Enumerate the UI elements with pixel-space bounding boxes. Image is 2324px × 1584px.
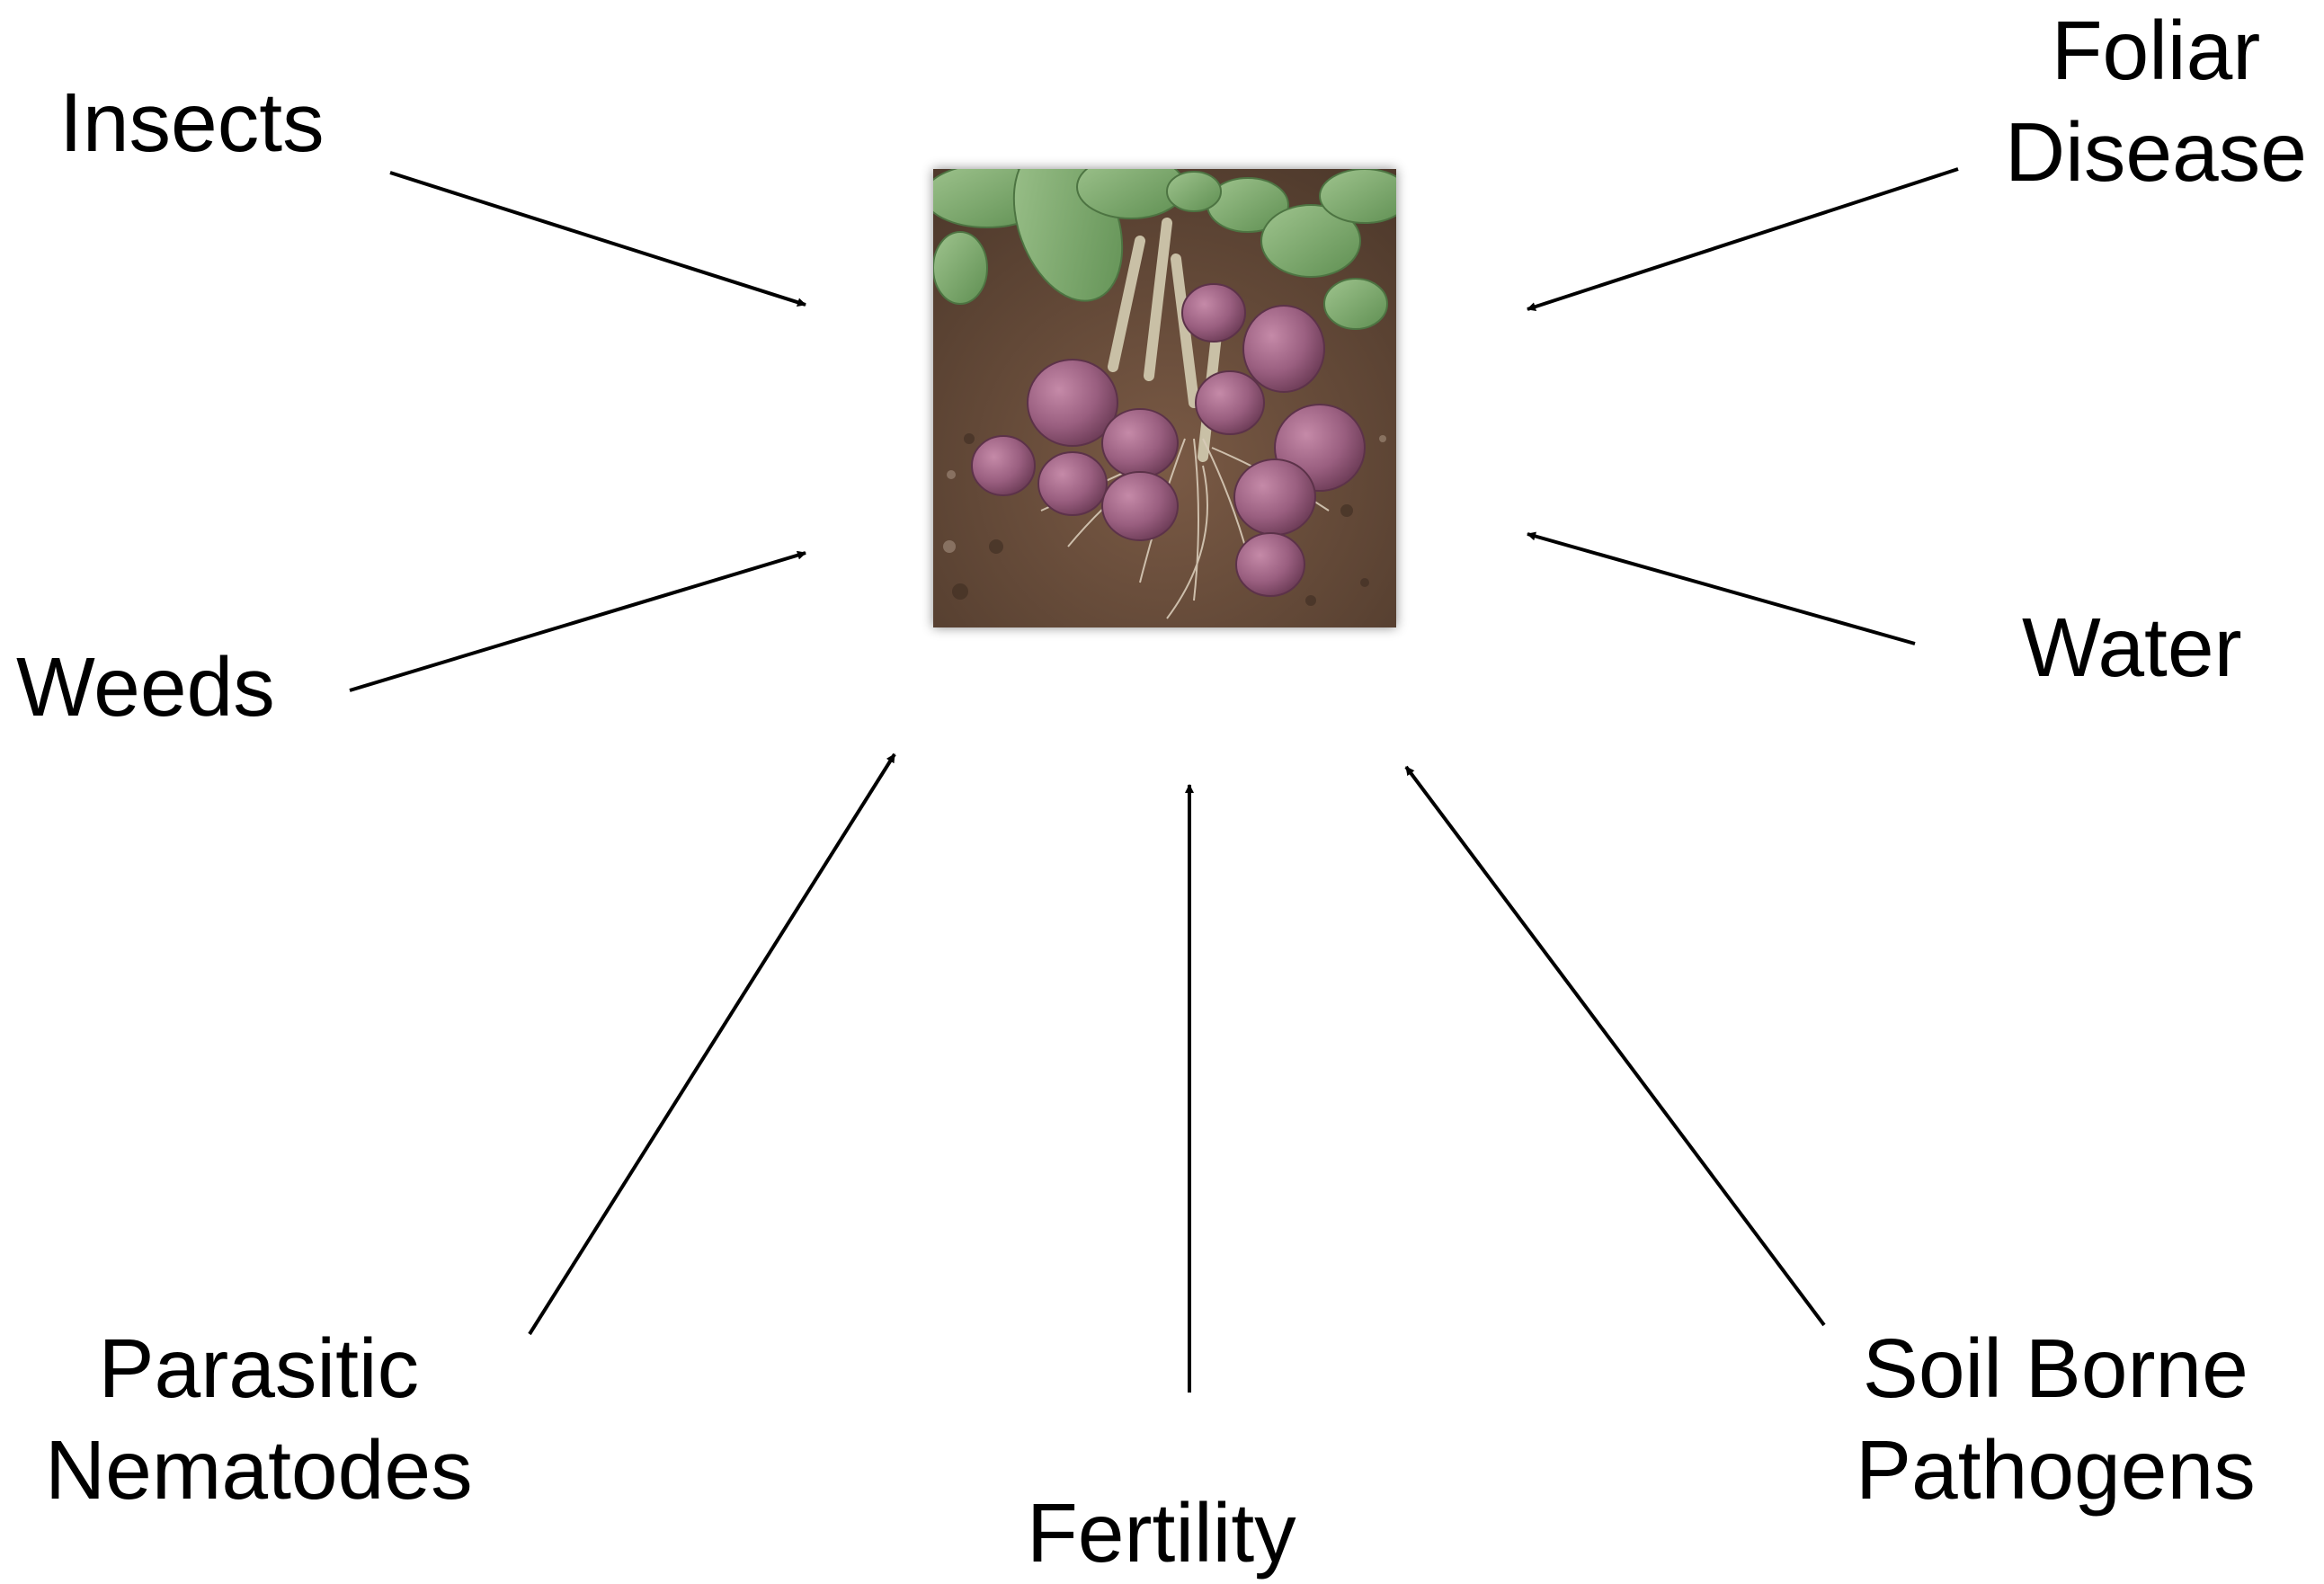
potato-plant-image xyxy=(933,169,1396,627)
arrow-weeds xyxy=(350,553,806,690)
arrow-water xyxy=(1527,534,1915,644)
arrow-insects xyxy=(390,173,806,305)
label-weeds: Weeds xyxy=(16,636,275,738)
label-foliar-disease: Foliar Disease xyxy=(2005,0,2307,203)
arrow-soil-borne-pathogens xyxy=(1406,767,1824,1325)
label-soil-borne-pathogens: Soil Borne Pathogens xyxy=(1856,1318,2256,1521)
arrow-parasitic-nematodes xyxy=(530,754,895,1334)
label-parasitic-nematodes: Parasitic Nematodes xyxy=(45,1318,473,1521)
label-water: Water xyxy=(2022,597,2242,699)
label-fertility: Fertility xyxy=(1027,1482,1296,1584)
label-insects: Insects xyxy=(59,72,325,174)
arrow-foliar-disease xyxy=(1527,169,1958,309)
